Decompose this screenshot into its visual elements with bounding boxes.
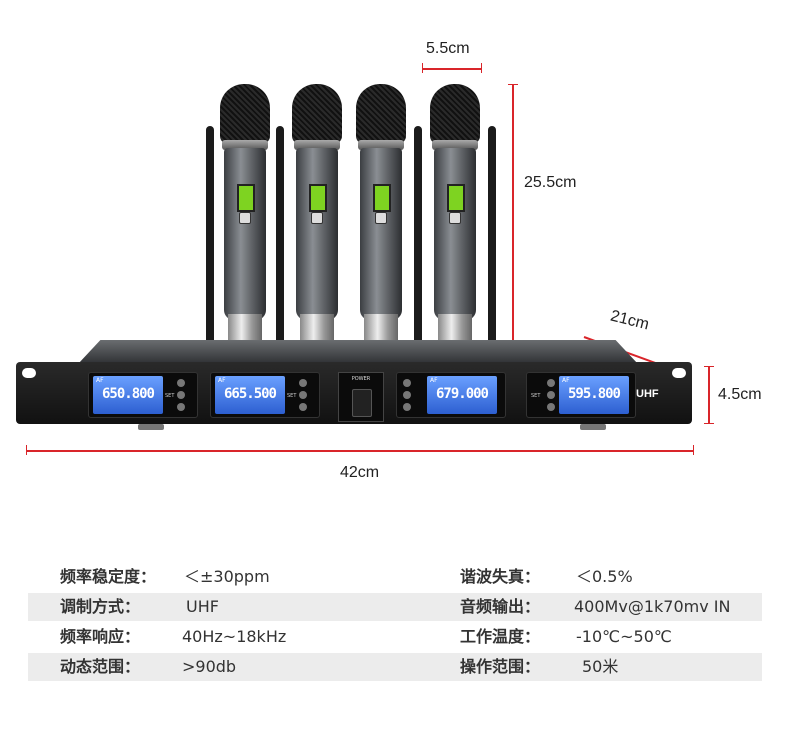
- brand-label: UHF: [636, 388, 659, 400]
- antenna-left-outer: [206, 126, 214, 356]
- channel-frequency-3: 679.000: [435, 386, 489, 402]
- receiver-foot-right: [580, 424, 606, 430]
- mic-height-line: [512, 84, 514, 350]
- spec-value: UHF: [186, 597, 219, 616]
- spec-row: 频率响应： 40Hz~18kHz 工作温度： -10℃~50℃: [28, 623, 762, 651]
- spec-key: 音频输出：: [460, 597, 541, 616]
- spec-key: 工作温度：: [460, 627, 541, 646]
- height-line: [708, 366, 710, 424]
- channel-frequency-2: 665.500: [223, 386, 277, 402]
- set-label: SET: [287, 393, 297, 399]
- receiver-foot-left: [138, 424, 164, 430]
- channel-screen-1: AF 650.800: [93, 376, 163, 414]
- microphone-1: [214, 84, 276, 354]
- microphone-3: [350, 84, 412, 354]
- channel-button-up-icon[interactable]: [299, 379, 307, 387]
- channel-frequency-4: 595.800: [567, 386, 621, 402]
- height-label: 4.5cm: [718, 386, 762, 403]
- antenna-right-outer: [488, 126, 496, 356]
- mic-width-line: [422, 68, 482, 70]
- rack-ear-left: [22, 368, 36, 378]
- channel-screen-2: AF 665.500: [215, 376, 285, 414]
- power-panel: POWER: [338, 372, 384, 422]
- channel-panel-2: AF 665.500 SET: [210, 372, 320, 418]
- receiver-top: [78, 340, 638, 364]
- set-label: SET: [531, 393, 541, 399]
- channel-button-set-icon[interactable]: [299, 391, 307, 399]
- power-label: POWER: [351, 376, 371, 382]
- spec-value: ＜0.5%: [576, 567, 633, 586]
- channel-panel-3: AF 679.000: [396, 372, 506, 418]
- spec-value: 50米: [582, 657, 619, 676]
- microphone-2: [286, 84, 348, 354]
- channel-button-up-icon[interactable]: [177, 379, 185, 387]
- spec-value: 400Mv@1k70mv IN: [574, 597, 731, 616]
- channel-button-down-icon[interactable]: [299, 403, 307, 411]
- antenna-right-inner: [414, 126, 422, 356]
- width-cap-left: [26, 445, 27, 455]
- spec-key: 频率响应：: [60, 627, 141, 646]
- height-cap-top: [704, 366, 714, 367]
- spec-value: 40Hz~18kHz: [182, 627, 287, 646]
- width-line: [26, 450, 694, 452]
- power-switch[interactable]: [352, 389, 372, 417]
- channel-button-set-icon[interactable]: [177, 391, 185, 399]
- mic-height-cap-top: [508, 84, 518, 85]
- spec-row: 动态范围： >90db 操作范围： 50米: [28, 653, 762, 681]
- antenna-left-inner: [276, 126, 284, 356]
- channel-screen-4: AF 595.800: [559, 376, 629, 414]
- mic-height-label: 25.5cm: [524, 174, 577, 191]
- channel-button-down-icon[interactable]: [177, 403, 185, 411]
- channel-screen-3: AF 679.000: [427, 376, 497, 414]
- spec-key: 调制方式：: [60, 597, 141, 616]
- channel-frequency-1: 650.800: [101, 386, 155, 402]
- height-cap-bottom: [704, 423, 714, 424]
- channel-panel-1: AF 650.800 SET: [88, 372, 198, 418]
- channel-panel-4: SET AF 595.800: [526, 372, 636, 418]
- width-label: 42cm: [340, 464, 380, 481]
- depth-label: 21cm: [608, 307, 651, 334]
- spec-table: 频率稳定度： ＜±30ppm 谐波失真： ＜0.5% 调制方式： UHF 音频输…: [28, 563, 762, 683]
- spec-row: 调制方式： UHF 音频输出： 400Mv@1k70mv IN: [28, 593, 762, 621]
- spec-key: 谐波失真：: [460, 567, 541, 586]
- channel-button-down-icon[interactable]: [547, 403, 555, 411]
- mic-width-label: 5.5cm: [426, 40, 470, 57]
- channel-button-up-icon[interactable]: [547, 379, 555, 387]
- spec-value: -10℃~50℃: [576, 627, 672, 646]
- microphone-4: [424, 84, 486, 354]
- set-label: SET: [165, 393, 175, 399]
- channel-button-up-icon[interactable]: [403, 379, 411, 387]
- rack-ear-right: [672, 368, 686, 378]
- mic-width-cap-left: [422, 63, 423, 73]
- width-cap-right: [693, 445, 694, 455]
- spec-key: 操作范围：: [460, 657, 541, 676]
- mic-width-cap-right: [481, 63, 482, 73]
- spec-key: 频率稳定度：: [60, 567, 157, 586]
- spec-value: >90db: [182, 657, 237, 676]
- channel-button-down-icon[interactable]: [403, 403, 411, 411]
- spec-row: 频率稳定度： ＜±30ppm 谐波失真： ＜0.5%: [28, 563, 762, 591]
- spec-key: 动态范围：: [60, 657, 141, 676]
- spec-value: ＜±30ppm: [184, 567, 270, 586]
- channel-button-set-icon[interactable]: [547, 391, 555, 399]
- channel-button-set-icon[interactable]: [403, 391, 411, 399]
